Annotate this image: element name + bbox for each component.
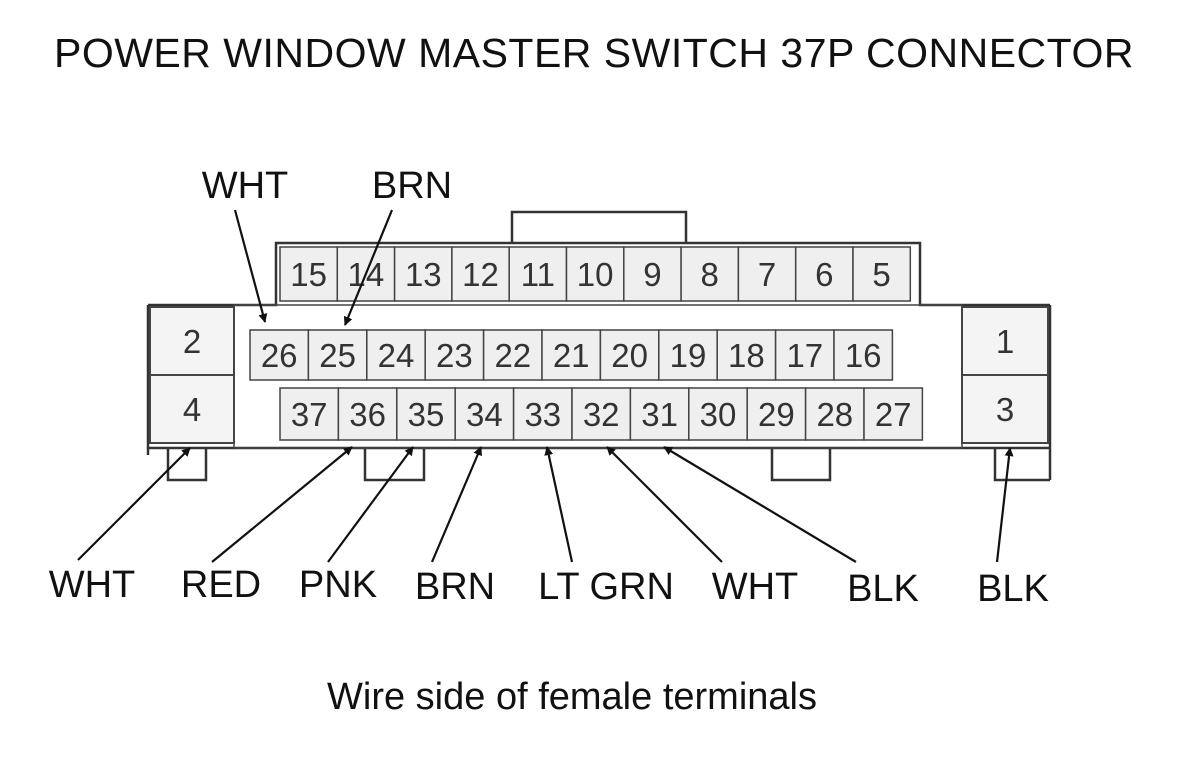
terminal-number-23: 23 (436, 337, 473, 374)
terminal-number-33: 33 (524, 396, 561, 433)
callout-arrow-26 (233, 209, 268, 323)
callout-label-33: LT GRN (538, 566, 674, 608)
terminal-2-number: 2 (183, 323, 201, 360)
top-callouts: WHT BRN (202, 165, 452, 326)
terminal-4-number: 4 (183, 391, 201, 428)
terminal-cell-16 (833, 329, 894, 381)
terminal-number-35: 35 (408, 396, 445, 433)
terminal-number-19: 19 (670, 337, 707, 374)
terminal-cell-26 (249, 329, 310, 381)
terminal-number-37: 37 (291, 396, 328, 433)
terminal-cell-30 (688, 387, 748, 441)
right-foot (993, 448, 1050, 482)
callout-arrow-36 (211, 446, 353, 563)
terminal-cell-19 (658, 329, 718, 381)
terminal-cell-28 (804, 387, 865, 441)
terminal-cell-10 (565, 246, 625, 302)
terminal-number-5: 5 (872, 256, 890, 293)
callout-label-26: WHT (202, 165, 289, 207)
pin-row-middle: 26 25 24 23 22 21 20 19 18 17 16 (249, 329, 894, 381)
bottom-callouts: WHT RED PNK BRN LT GRN WHT BLK BLK (49, 446, 1049, 610)
callout-arrow-31 (663, 446, 857, 563)
callout-arrow-4 (77, 447, 191, 561)
terminal-number-12: 12 (462, 256, 499, 293)
center-left-foot (363, 448, 426, 482)
terminal-cell-8 (680, 246, 740, 302)
callout-label-3: BLK (977, 568, 1049, 610)
callout-label-32: WHT (712, 566, 799, 608)
terminal-number-6: 6 (815, 256, 833, 293)
terminal-number-36: 36 (349, 396, 386, 433)
side-terminals: 2 4 1 3 (149, 306, 1049, 444)
terminal-cell-5 (852, 246, 912, 302)
terminal-cell-33 (512, 387, 573, 441)
callout-arrow-32 (606, 446, 723, 563)
callout-label-25: BRN (372, 165, 452, 207)
terminal-number-7: 7 (758, 256, 776, 293)
terminal-number-9: 9 (643, 256, 661, 293)
callout-label-36: RED (181, 564, 261, 606)
terminal-4 (149, 374, 235, 444)
terminal-number-16: 16 (845, 337, 882, 374)
terminal-number-28: 28 (816, 396, 853, 433)
terminal-number-30: 30 (700, 396, 737, 433)
terminal-cell-35 (396, 387, 456, 441)
terminal-cell-21 (541, 329, 602, 381)
terminal-cell-29 (746, 387, 807, 441)
terminal-number-31: 31 (641, 396, 678, 433)
diagram-caption: Wire side of female terminals (327, 676, 817, 718)
terminal-cell-22 (482, 329, 543, 381)
callout-label-31: BLK (847, 568, 919, 610)
terminal-number-11: 11 (521, 256, 555, 293)
terminal-number-27: 27 (875, 396, 912, 433)
terminal-number-17: 17 (786, 337, 823, 374)
terminal-1 (961, 306, 1049, 376)
terminal-number-29: 29 (758, 396, 795, 433)
pin-row-top: 15141312111098765 (279, 246, 912, 302)
terminal-number-15: 15 (290, 256, 327, 293)
locking-tab (510, 210, 688, 243)
callout-label-34: BRN (415, 566, 495, 608)
terminal-number-25: 25 (319, 337, 356, 374)
pin-row-bottom: 37 36 35 34 33 32 31 30 29 28 27 (279, 387, 924, 441)
terminal-number-20: 20 (611, 337, 648, 374)
terminal-3 (961, 374, 1049, 444)
terminal-cell-17 (774, 329, 835, 381)
terminal-number-34: 34 (466, 396, 503, 433)
terminal-cell-12 (451, 246, 510, 302)
callout-arrow-33 (544, 446, 574, 563)
terminal-number-22: 22 (494, 337, 531, 374)
terminal-number-8: 8 (701, 256, 719, 293)
terminal-cell-7 (737, 246, 797, 302)
terminal-cell-37 (279, 387, 340, 441)
center-right-foot (770, 448, 832, 482)
terminal-3-number: 3 (996, 391, 1014, 428)
callout-arrow-35 (327, 446, 414, 563)
left-foot (166, 448, 208, 482)
terminal-number-32: 32 (583, 396, 620, 433)
terminal-cell-36 (337, 387, 398, 441)
terminal-1-number: 1 (996, 323, 1014, 360)
terminal-cell-31 (629, 387, 690, 441)
callout-label-35: PNK (299, 564, 377, 606)
terminal-number-26: 26 (261, 337, 298, 374)
terminal-number-21: 21 (553, 337, 590, 374)
callout-label-4: WHT (49, 564, 136, 606)
terminal-number-24: 24 (378, 337, 415, 374)
terminal-number-18: 18 (728, 337, 765, 374)
callout-arrow-25 (343, 209, 394, 326)
terminal-number-10: 10 (577, 256, 614, 293)
terminal-cell-9 (623, 246, 682, 302)
terminal-cell-27 (863, 387, 924, 441)
terminal-number-13: 13 (405, 256, 442, 293)
terminal-cell-23 (424, 329, 485, 381)
callout-arrow-34 (430, 446, 483, 563)
page-title: POWER WINDOW MASTER SWITCH 37P CONNECTOR (54, 30, 1134, 76)
callout-arrow-3 (995, 447, 1014, 563)
terminal-cell-13 (393, 246, 453, 302)
